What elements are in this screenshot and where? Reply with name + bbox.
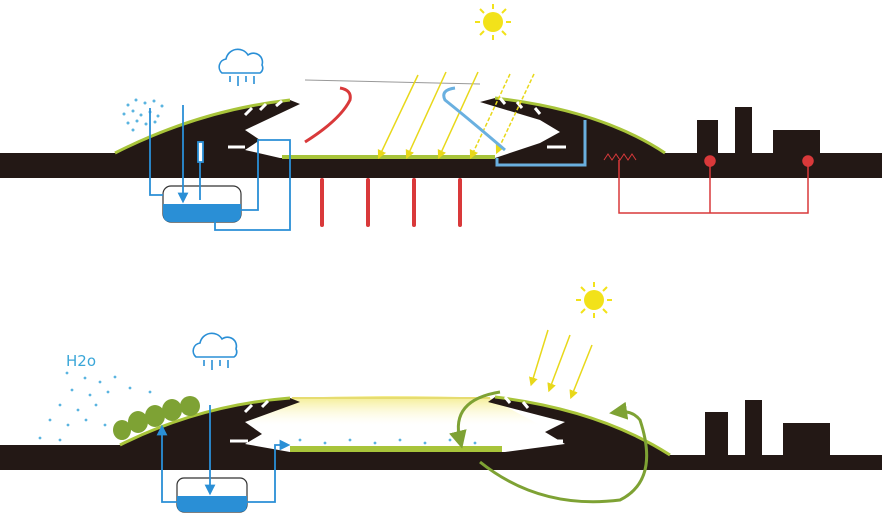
sunlight-rays <box>377 71 535 160</box>
cool-air-flow <box>442 86 506 152</box>
green-roof-right <box>494 395 671 457</box>
courtyard-vegetation <box>290 446 502 452</box>
green-roof-right <box>494 96 666 155</box>
water-pipes <box>149 105 291 231</box>
courtyard-green-floor <box>282 155 495 159</box>
air-duct <box>495 120 587 167</box>
rain-cloud-icon <box>218 48 264 86</box>
green-roof-left <box>114 98 291 155</box>
roof-glow <box>240 396 540 425</box>
water-pipes <box>156 405 291 503</box>
sun-icon <box>576 282 612 318</box>
cycle-arrow-icon <box>449 390 501 449</box>
mist-dots <box>38 371 152 442</box>
roof-louvres <box>230 396 563 443</box>
mist-dots <box>122 98 164 132</box>
building-icon <box>705 400 830 455</box>
water-label: H2o <box>66 352 96 370</box>
cycle-arrow-icon <box>479 401 649 504</box>
tree-icon <box>113 396 200 440</box>
heater-icon <box>603 153 637 161</box>
top-section <box>0 4 882 231</box>
heat-network <box>618 155 814 214</box>
roof-louvres <box>228 97 566 149</box>
water-tank-icon <box>176 477 248 513</box>
ground-mound <box>0 98 882 178</box>
green-roof-left <box>119 396 291 447</box>
courtyard-mist <box>298 438 477 445</box>
sun-icon <box>475 4 511 40</box>
sunlight-rays <box>529 329 593 400</box>
geothermal-pipe-icon <box>320 178 462 227</box>
building-icon <box>697 107 820 160</box>
bottom-section: H2o <box>0 282 882 513</box>
water-tank-icon <box>162 185 242 223</box>
ground-mound <box>0 397 882 470</box>
roof-membrane <box>304 79 481 85</box>
rain-cloud-icon <box>192 332 238 370</box>
warm-air-flow <box>304 86 352 144</box>
